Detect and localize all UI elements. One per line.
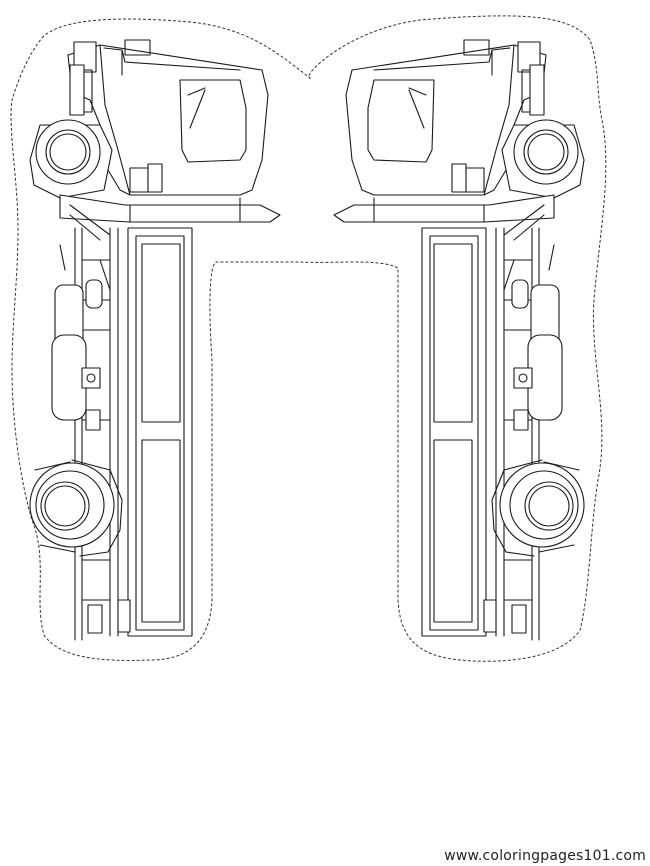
left-cut-outline xyxy=(10,15,607,662)
left-truck xyxy=(29,39,281,641)
right-truck xyxy=(333,39,585,641)
site-credit: www.coloringpages101.com xyxy=(444,848,646,864)
